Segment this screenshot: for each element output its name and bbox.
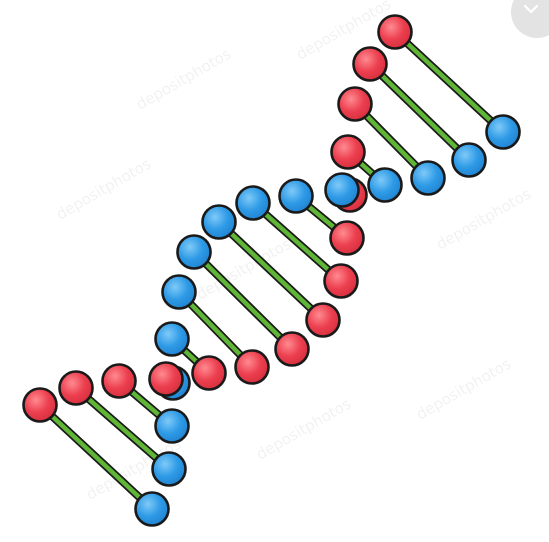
blue-nucleotide — [134, 491, 170, 527]
blue-nucleotide — [485, 114, 521, 150]
red-nucleotide — [148, 361, 184, 397]
watermark-text: depositphotos — [413, 355, 514, 424]
red-nucleotide — [101, 363, 137, 399]
red-nucleotide — [352, 46, 388, 82]
blue-nucleotide — [154, 408, 190, 444]
blue-nucleotide — [161, 274, 197, 310]
chevron-down-icon — [524, 5, 538, 14]
watermark-text: depositphotos — [433, 185, 534, 254]
blue-nucleotide — [278, 178, 314, 214]
red-nucleotide — [330, 134, 366, 170]
base-pair-bond — [216, 219, 326, 323]
blue-nucleotide — [410, 160, 446, 196]
base-pair-bond — [250, 200, 344, 284]
base-pair-bond — [73, 385, 172, 472]
blue-nucleotide — [176, 234, 212, 270]
red-nucleotide — [58, 370, 94, 406]
red-nucleotide — [323, 263, 359, 299]
base-pair-bond — [392, 29, 506, 135]
blue-nucleotide — [235, 185, 271, 221]
red-nucleotide — [329, 220, 365, 256]
blue-nucleotide — [367, 167, 403, 203]
base-pair-bond — [191, 249, 295, 352]
red-nucleotide — [191, 355, 227, 391]
red-nucleotide — [274, 331, 310, 367]
base-pair-bond — [37, 402, 155, 512]
red-nucleotide — [377, 14, 413, 50]
blue-nucleotide — [151, 451, 187, 487]
watermark-text: depositphotos — [253, 395, 354, 464]
blue-nucleotide — [324, 172, 360, 208]
red-nucleotide — [305, 302, 341, 338]
blue-nucleotide — [154, 321, 190, 357]
red-nucleotide — [234, 349, 270, 385]
blue-nucleotide — [201, 204, 237, 240]
red-nucleotide — [22, 387, 58, 423]
base-pair-bond — [367, 61, 472, 163]
watermark-text: depositphotos — [53, 155, 154, 224]
watermark-text: depositphotos — [133, 45, 234, 114]
nucleotides — [22, 14, 521, 527]
blue-nucleotide — [451, 142, 487, 178]
red-nucleotide — [337, 86, 373, 122]
